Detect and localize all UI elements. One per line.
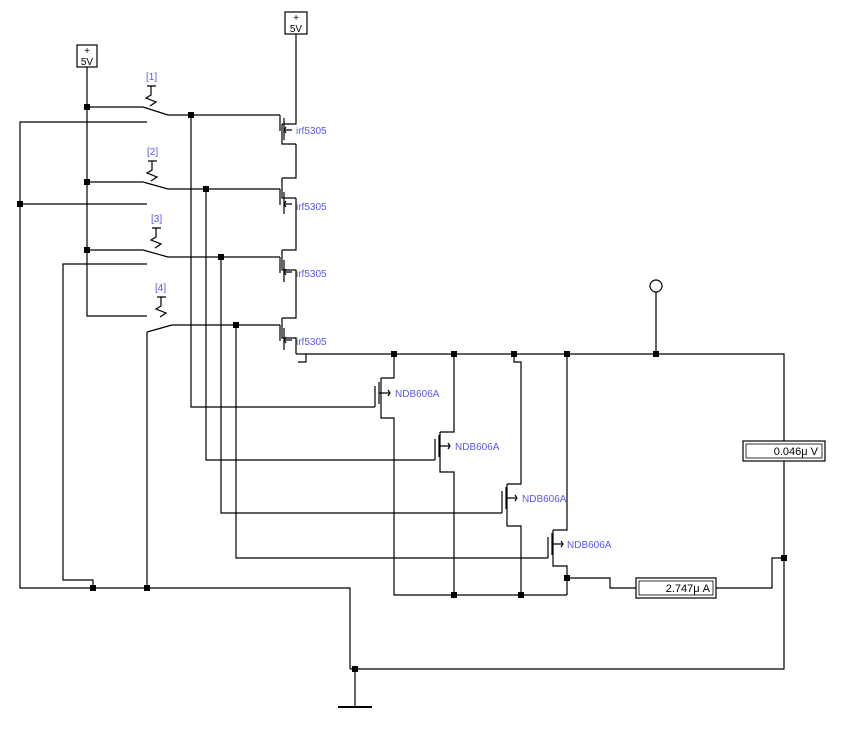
switch-label: [2] (147, 147, 158, 158)
vcc-plus-sign: + (84, 46, 90, 57)
voltmeter[interactable]: 0.046μ V (742, 440, 826, 462)
switch-label: [4] (155, 283, 166, 294)
switch-1[interactable]: [1] (142, 72, 169, 116)
nmos-label: NDB606A (395, 389, 440, 400)
pmos-transistor-1[interactable]: irf5305 (279, 115, 327, 140)
pmos-label: irf5305 (296, 269, 327, 280)
nmos-label: NDB606A (567, 540, 612, 551)
voltmeter-reading: 0.046μ V (774, 446, 819, 458)
junction-dots (17, 104, 787, 672)
pmos-transistor-4[interactable]: irf5305 (279, 325, 327, 350)
nmos-transistor-2[interactable]: NDB606A (434, 435, 500, 460)
pmos-transistor-2[interactable]: irf5305 (279, 189, 327, 214)
switch-4[interactable]: [4] (146, 283, 173, 333)
nmos-transistor-3[interactable]: NDB606A (501, 487, 567, 513)
nmos-label: NDB606A (455, 442, 500, 453)
nmos-transistor-4[interactable]: NDB606A (547, 533, 612, 558)
nmos-label: NDB606A (522, 494, 567, 505)
switch-2[interactable]: [2] (142, 147, 169, 190)
vcc-plus-sign: + (293, 13, 299, 24)
switch-label: [3] (151, 214, 162, 225)
switch-3[interactable]: [3] (142, 214, 169, 258)
pmos-label: irf5305 (296, 126, 327, 137)
vcc-source-top[interactable]: + 5V (284, 11, 308, 35)
ammeter-reading: 2.747μ A (666, 583, 711, 595)
vcc-label: 5V (81, 57, 94, 68)
switch-label: [1] (146, 72, 157, 83)
nmos-transistor-1[interactable]: NDB606A (374, 382, 440, 407)
pmos-label: irf5305 (296, 337, 327, 348)
ammeter[interactable]: 2.747μ A (635, 577, 717, 599)
pmos-label: irf5305 (296, 202, 327, 213)
pmos-transistor-3[interactable]: irf5305 (279, 257, 327, 282)
vcc-label: 5V (290, 24, 303, 35)
wires (19, 34, 785, 708)
output-probe[interactable] (649, 279, 663, 293)
vcc-source-left[interactable]: + 5V (76, 44, 98, 68)
